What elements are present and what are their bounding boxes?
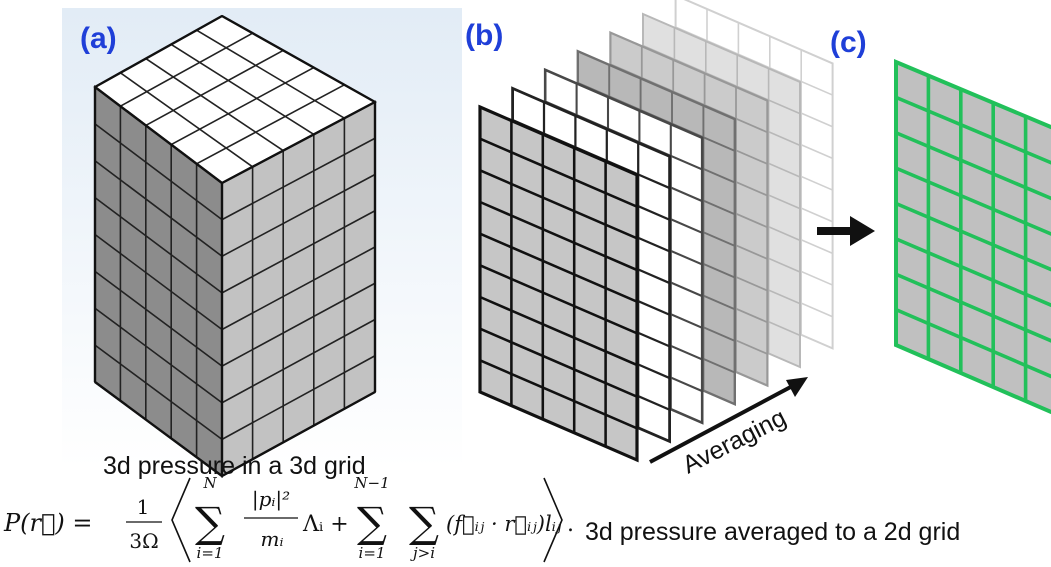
cube-left-gridline — [94, 344, 223, 441]
panel-c-2d-grid — [894, 58, 1051, 415]
cube-right-gridline — [221, 173, 376, 257]
cube-right-gridline — [221, 210, 376, 294]
plane-gridline — [479, 200, 638, 272]
caption-2d-grid: 3d pressure averaged to a 2d grid — [585, 518, 960, 546]
cube-right-gridline — [221, 318, 376, 404]
cube-edge — [94, 381, 223, 477]
grid-c-gridline — [895, 131, 1051, 201]
panel-c-label: (c) — [830, 26, 867, 59]
left-angle-bracket — [171, 477, 191, 563]
cube-top-gridline — [145, 57, 284, 152]
sum3-lower-limit: j>i — [410, 544, 435, 562]
caption-3d-grid: 3d pressure in a 3d grid — [103, 452, 366, 480]
panel-b-stacked-planes — [478, 0, 834, 463]
panel-a-3d-grid-cube — [93, 14, 378, 478]
cube-left-gridline — [94, 233, 223, 331]
term1-numerator: |pᵢ|² — [252, 487, 290, 512]
cube-top-gridline — [145, 49, 284, 127]
cube-right-gridline — [221, 137, 376, 221]
grid-c-gridline — [895, 201, 1051, 272]
grid-c-gridline — [895, 95, 1051, 165]
sum1-lower-limit: i=1 — [197, 544, 224, 562]
cube-edge — [94, 86, 223, 184]
term1-tail: Λᵢ + — [302, 512, 349, 537]
plane-gridline — [479, 169, 638, 240]
cube-top-gridline — [170, 43, 315, 136]
cube-edge — [221, 100, 376, 185]
grid-c-gridline — [895, 307, 1051, 379]
cube-top-gridline — [196, 84, 345, 165]
formula-end: . — [567, 512, 574, 537]
cube-left-gridline — [94, 160, 223, 257]
stacked-plane — [478, 104, 639, 463]
sum2-symbol: ∑ — [357, 498, 387, 547]
right-angle-bracket — [543, 477, 563, 563]
cube-left-gridline — [94, 196, 223, 294]
sum2-upper-limit: N−1 — [353, 474, 389, 492]
cube-top-gridline — [196, 29, 345, 119]
term2: (f⃗ᵢⱼ · r⃗ᵢⱼ)lᵢⱼ — [446, 512, 562, 536]
panel-a-label: (a) — [80, 22, 117, 55]
cube-right-gridline — [221, 282, 376, 367]
plane-gridline — [479, 327, 638, 398]
cube-edge — [94, 14, 223, 89]
sum2-lower-limit: i=1 — [359, 544, 386, 562]
grid-c-gridline — [895, 237, 1051, 308]
grid-c-gridline — [895, 166, 1051, 236]
term1-denominator: mᵢ — [261, 527, 284, 551]
sum3-symbol: ∑ — [409, 498, 439, 547]
cube-right-gridline — [221, 355, 376, 441]
cube-left-gridline — [94, 307, 223, 404]
plane-gridline — [479, 264, 638, 335]
grid-c-gridline — [895, 272, 1051, 343]
formula-prefactor-numerator: 1 — [137, 495, 150, 519]
cube-left-gridline — [94, 123, 223, 221]
right-arrow-icon — [817, 216, 875, 246]
cube-left-gridline — [94, 270, 223, 367]
plane-gridline — [479, 137, 638, 208]
cube-edge — [221, 390, 376, 478]
cube-top-gridline — [170, 66, 315, 146]
cube-top-gridline — [120, 32, 253, 107]
cube-right-gridline — [221, 246, 376, 331]
panel-b-label: (b) — [465, 19, 503, 52]
averaging-arrow — [649, 377, 808, 464]
pressure-formula: P(r⃗) = 1 3Ω N ∑ i=1 |pᵢ|² mᵢ Λᵢ + N−1 ∑… — [3, 474, 574, 563]
cube-edge — [221, 14, 376, 104]
plane-gridline — [479, 295, 638, 367]
formula-prefactor-denominator: 3Ω — [129, 529, 158, 553]
sum1-upper-limit: N — [202, 474, 217, 492]
plane-gridline — [479, 359, 638, 430]
cube-top-gridline — [119, 72, 254, 168]
grid-c-face — [894, 58, 1051, 415]
sum1-symbol: ∑ — [195, 498, 225, 547]
plane-gridline — [479, 232, 638, 303]
formula-lhs: P(r⃗) = — [3, 509, 93, 537]
